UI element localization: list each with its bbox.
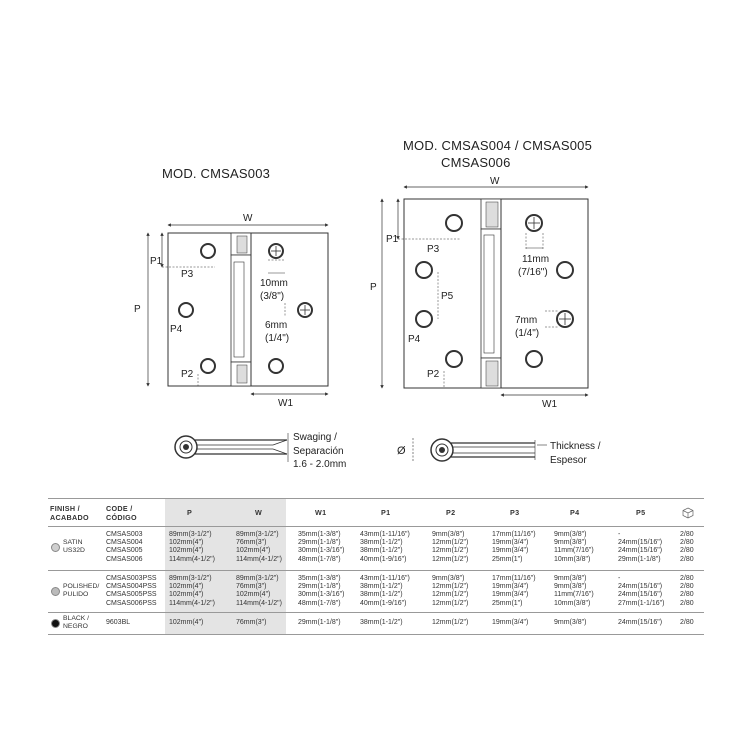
header-p1: P1 — [381, 508, 391, 517]
header-w1: W1 — [315, 508, 327, 517]
left-dim-a2: (3/8") — [260, 291, 284, 302]
cell-p3: 17mm(11/16")19mm(3/4")19mm(3/4")25mm(1") — [492, 531, 536, 563]
cell-p: 89mm(3-1/2")102mm(4")102mm(4")114mm(4-1/… — [169, 575, 215, 607]
diameter-label: Ø — [397, 445, 406, 457]
cell-w1: 29mm(1-1/8") — [298, 619, 341, 626]
left-dim-b2: (1/4") — [265, 333, 289, 344]
cell-p5: -24mm(15/16")24mm(15/16")27mm(1-1/16") — [618, 575, 665, 607]
header-w: W — [255, 508, 263, 517]
finish-swatch — [51, 619, 60, 629]
left-p1-label: P1 — [150, 256, 163, 267]
left-dim-a1: 10mm — [260, 278, 288, 289]
header-p: P — [187, 508, 193, 517]
cell-p1: 43mm(1-11/16")38mm(1-1/2")38mm(1-1/2")40… — [360, 575, 410, 607]
cell-p2: 9mm(3/8")12mm(1/2")12mm(1/2")12mm(1/2") — [432, 575, 469, 607]
cell-p4: 9mm(3/8")9mm(3/8")11mm(7/16")10mm(3/8") — [554, 575, 594, 607]
finish-swatch — [51, 543, 60, 553]
row-divider — [48, 612, 704, 613]
right-p1-label: P1 — [386, 234, 399, 245]
left-hinge-diagram: W P P1 P3 P4 P2 10mm (3/8") 6mm (1/4") — [134, 213, 329, 409]
right-hinge-diagram: W P P1 P3 P5 P4 P2 11mm (7/16") 7mm (1/4… — [370, 176, 589, 410]
thickness-label-1: Thickness / — [550, 441, 601, 452]
swaging-label-3: 1.6 - 2.0mm — [293, 459, 346, 470]
cell-w: 89mm(3-1/2")76mm(3")102mm(4")114mm(4-1/2… — [236, 575, 282, 607]
cell-code: 9603BL — [106, 619, 131, 626]
header-p2: P2 — [446, 508, 456, 517]
cell-p5: 24mm(15/16") — [618, 619, 663, 626]
row-divider — [48, 570, 704, 571]
left-model-title: MOD. CMSAS003 — [162, 166, 271, 181]
cell-p2: 12mm(1/2") — [432, 619, 469, 626]
left-p4-label: P4 — [170, 324, 183, 335]
thickness-label-2: Espesor — [550, 455, 587, 466]
swaging-label-1: Swaging / — [293, 432, 337, 443]
row-divider — [48, 634, 704, 635]
header-finish: FINISH /ACABADO — [50, 503, 89, 522]
cell-p1: 38mm(1-1/2") — [360, 619, 403, 626]
cell-p4: 9mm(3/8") — [554, 619, 587, 626]
right-model-title-line2: CMSAS006 — [441, 155, 511, 170]
cell-w: 89mm(3-1/2")76mm(3")102mm(4")114mm(4-1/2… — [236, 531, 282, 563]
finish-swatch — [51, 587, 60, 597]
cell-p3: 19mm(3/4") — [492, 619, 529, 626]
finish-label: POLISHED/PULIDO — [63, 583, 100, 599]
right-w-label: W — [490, 176, 500, 187]
box-icon — [682, 499, 694, 526]
left-side-view: Swaging / Separación 1.6 - 2.0mm — [174, 432, 346, 470]
header-p3: P3 — [510, 508, 520, 517]
cell-p3: 17mm(11/16")19mm(3/4")19mm(3/4")25mm(1") — [492, 575, 536, 607]
finish-label: BLACK /NEGRO — [63, 615, 90, 631]
col-p-shade — [165, 498, 286, 634]
left-p3-label: P3 — [181, 269, 194, 280]
right-p4-label: P4 — [408, 334, 421, 345]
cell-p2: 9mm(3/8")12mm(1/2")12mm(1/2")12mm(1/2") — [432, 531, 469, 563]
left-p2-label: P2 — [181, 369, 194, 380]
right-p3-label: P3 — [427, 244, 440, 255]
right-p5-label: P5 — [441, 291, 454, 302]
cell-box: 2/80 — [680, 619, 694, 626]
right-side-view: Ø Thickness / Espesor — [397, 438, 601, 466]
right-p2-label: P2 — [427, 369, 440, 380]
right-w1-label: W1 — [542, 399, 557, 410]
header-p4: P4 — [570, 508, 580, 517]
header-p5: P5 — [636, 508, 646, 517]
swaging-label-2: Separación — [293, 446, 344, 457]
table-header: FINISH /ACABADO CODE /CÓDIGO P W W1 P1 P… — [48, 498, 704, 527]
left-dim-b1: 6mm — [265, 320, 287, 331]
cell-p: 102mm(4") — [169, 619, 204, 626]
right-dim-a1: 11mm — [522, 254, 549, 265]
right-p-label: P — [370, 282, 377, 293]
right-model-title: MOD. CMSAS004 / CMSAS005 — [403, 138, 593, 153]
header-code: CODE /CÓDIGO — [106, 503, 137, 522]
left-p-label: P — [134, 304, 141, 315]
cell-p1: 43mm(1-11/16")38mm(1-1/2")38mm(1-1/2")40… — [360, 531, 410, 563]
right-dim-b1: 7mm — [515, 315, 537, 326]
right-dim-b2: (1/4") — [515, 328, 539, 339]
right-dim-a2: (7/16") — [518, 267, 548, 278]
cell-w: 76mm(3") — [236, 619, 267, 626]
left-w1-label: W1 — [278, 398, 293, 409]
cell-p5: -24mm(15/16")24mm(15/16")29mm(1-1/8") — [618, 531, 663, 563]
cell-p4: 9mm(3/8")9mm(3/8")11mm(7/16")10mm(3/8") — [554, 531, 594, 563]
cell-p: 89mm(3-1/2")102mm(4")102mm(4")114mm(4-1/… — [169, 531, 215, 563]
cell-w1: 35mm(1-3/8")29mm(1-1/8")30mm(1-3/16")48m… — [298, 575, 345, 607]
cell-w1: 35mm(1-3/8")29mm(1-1/8")30mm(1-3/16")48m… — [298, 531, 345, 563]
left-w-label: W — [243, 213, 253, 224]
